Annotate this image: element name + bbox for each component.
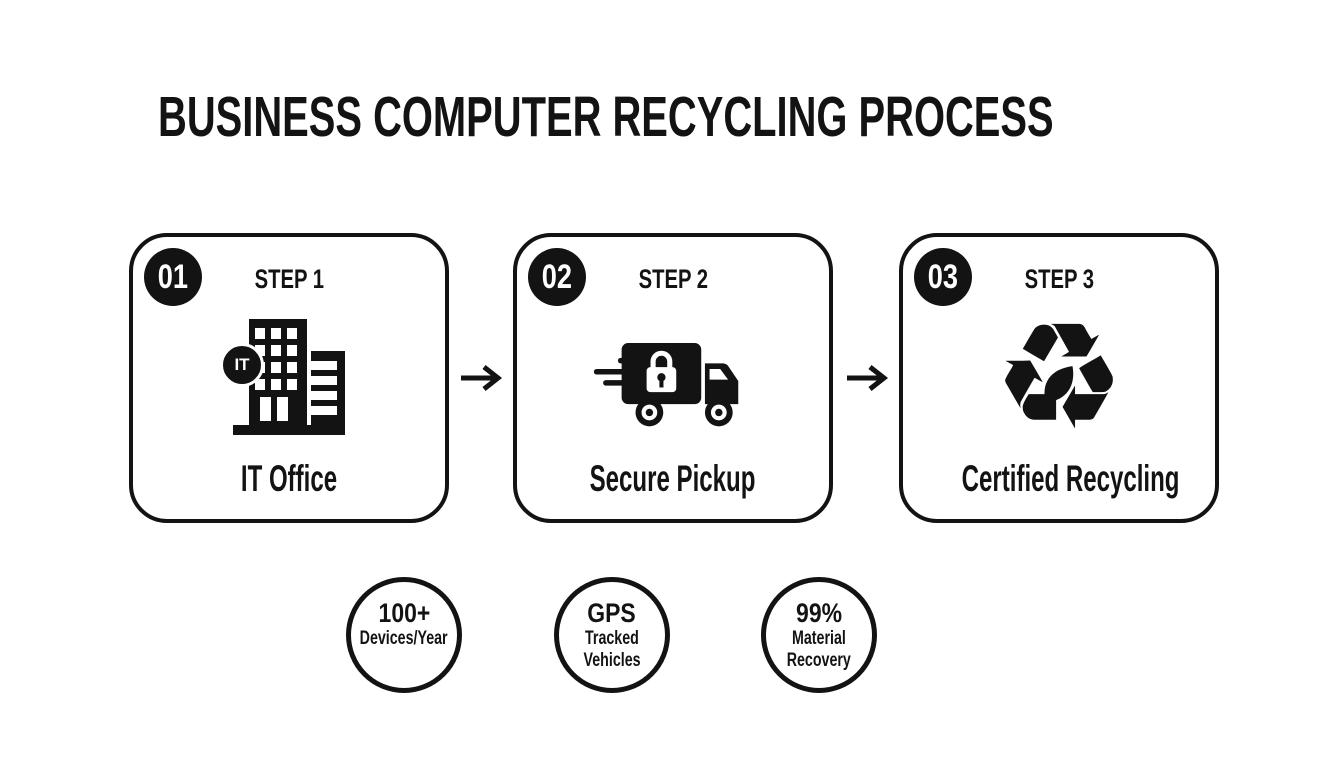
step-label-3-text: STEP 3 xyxy=(1024,264,1094,294)
step-label-1-text: STEP 1 xyxy=(254,264,324,294)
step-label-2: STEP 2 xyxy=(517,264,829,295)
step-number-3: 03 xyxy=(927,257,959,296)
step-name-3: Certified Recycling xyxy=(903,458,1215,500)
it-office-building-icon: IT xyxy=(219,311,359,437)
stat-line1-gps: Tracked xyxy=(585,627,639,649)
step-name-1-text: IT Office xyxy=(240,458,338,499)
step-number-2: 02 xyxy=(541,257,573,296)
step-label-2-text: STEP 2 xyxy=(638,264,708,294)
it-badge: IT xyxy=(220,343,264,387)
stat-value-recovery: 99% xyxy=(796,597,842,628)
stat-line1-devices: Devices/Year xyxy=(360,627,448,649)
stat-line2-gps: Vehicles xyxy=(583,649,641,671)
padlock-icon xyxy=(650,350,673,369)
certified-recycling-icon: ♻ xyxy=(991,303,1127,451)
stat-value-gps: GPS xyxy=(587,597,637,628)
page-title-text: BUSINESS COMPUTER RECYCLING PROCESS xyxy=(158,85,1054,149)
stat-value-devices: 100+ xyxy=(378,597,430,628)
stat-line1-recovery: Material xyxy=(792,627,846,649)
leaf-icon xyxy=(1044,366,1074,402)
step-name-3-text: Certified Recycling xyxy=(961,458,1180,499)
step-card-2: 02 STEP 2 xyxy=(513,233,833,523)
step-card-1: 01 STEP 1 xyxy=(129,233,449,523)
flow-arrow-icon-1 xyxy=(461,365,503,391)
delivery-truck-icon xyxy=(593,343,739,427)
secure-pickup-truck-icon xyxy=(592,333,754,429)
step-label-1: STEP 1 xyxy=(133,264,445,295)
step-name-2-text: Secure Pickup xyxy=(590,458,756,499)
step-number-badge-1: 01 xyxy=(144,248,202,306)
step-name-1: IT Office xyxy=(133,458,445,500)
office-building-icon xyxy=(233,319,345,435)
it-badge-label: IT xyxy=(234,355,250,374)
page-title: BUSINESS COMPUTER RECYCLING PROCESS xyxy=(158,85,1344,149)
step-label-3: STEP 3 xyxy=(903,264,1215,295)
step-card-3: 03 STEP 3 ♻ Certified Recycling xyxy=(899,233,1219,523)
stat-circle-recovery: 99% Material Recovery xyxy=(761,577,877,693)
step-name-2: Secure Pickup xyxy=(517,458,829,500)
stat-circle-gps: GPS Tracked Vehicles xyxy=(554,577,670,693)
flow-arrow-icon-2 xyxy=(847,365,889,391)
step-number-1: 01 xyxy=(157,257,189,296)
step-number-badge-2: 02 xyxy=(528,248,586,306)
stat-circle-devices: 100+ Devices/Year xyxy=(346,577,462,693)
step-number-badge-3: 03 xyxy=(914,248,972,306)
stat-line2-recovery: Recovery xyxy=(786,649,852,671)
